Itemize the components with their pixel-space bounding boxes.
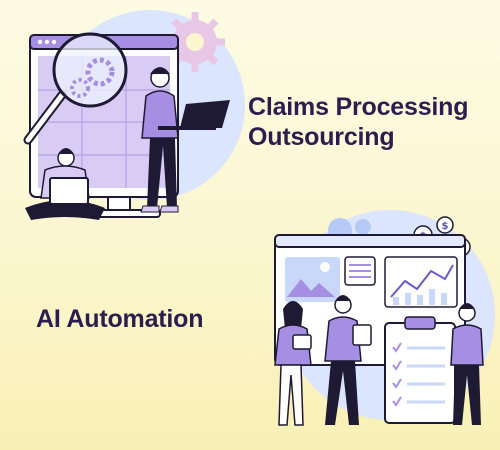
clipboard-checklist-icon — [384, 316, 456, 424]
claims-heading-line2: Outsourcing — [248, 123, 395, 151]
man-presenting — [324, 295, 372, 425]
svg-text:$: $ — [442, 221, 449, 232]
claims-processing-illustration — [23, 10, 245, 220]
standing-person — [140, 67, 230, 213]
claims-heading-line1: Claims Processing — [248, 93, 469, 121]
woman-with-tablet — [274, 301, 312, 426]
man-with-clipboard — [450, 303, 484, 425]
sitting-person — [25, 148, 105, 220]
ai-automation-heading: AI Automation — [36, 305, 204, 333]
magnifying-glass-icon — [23, 32, 128, 145]
claims-processing-heading: Claims Processing Outsourcing — [248, 92, 469, 152]
ai-automation-illustration: $ $ $ — [274, 210, 495, 426]
